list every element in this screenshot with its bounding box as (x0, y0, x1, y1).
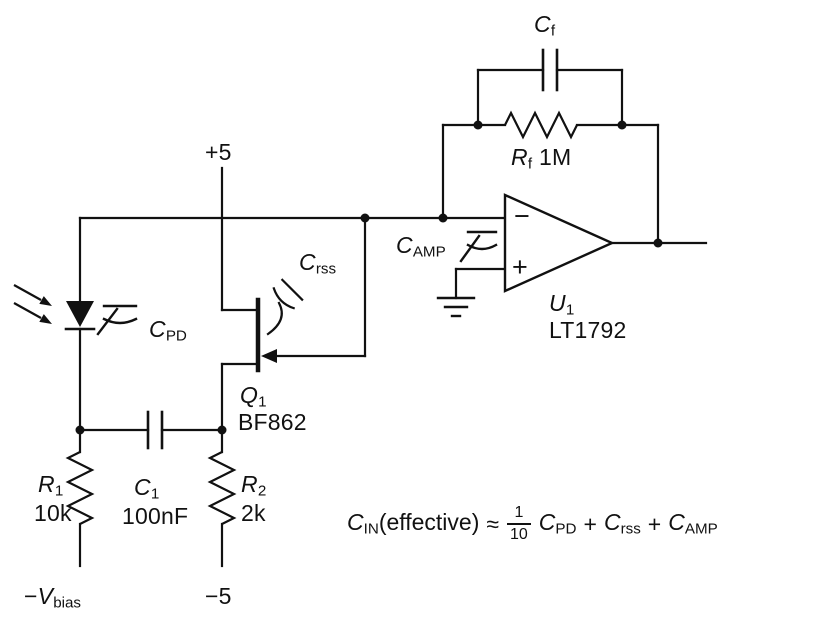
formula-lhs-symbol: C (347, 509, 364, 536)
cpd-capacitor-symbol (96, 304, 138, 336)
formula-plus-1: + (583, 510, 597, 537)
label-r2: R2 (241, 473, 266, 499)
label-u1-part: LT1792 (549, 317, 627, 343)
label-vbias: −Vbias (24, 585, 81, 611)
cf-symbol: C (534, 11, 551, 37)
opamp-inverting-sign: − (514, 201, 530, 231)
c1-subscript: 1 (150, 485, 160, 503)
light-arrow-2-shaft (13, 302, 42, 319)
formula-lhs: CIN(effective) (347, 511, 479, 537)
formula-term-camp-symbol: C (668, 509, 685, 536)
r2-subscript: 2 (257, 482, 267, 500)
light-arrow-1-head (39, 296, 52, 306)
label-r2-value: 2k (241, 500, 266, 526)
formula-term-cpd: CPD (539, 511, 577, 537)
label-cf: Cf (534, 13, 555, 39)
r2-resistor-symbol (207, 451, 237, 525)
u1-symbol: U (549, 290, 566, 316)
crss-symbol: C (299, 249, 316, 275)
formula-fraction-numerator: 1 (514, 504, 524, 521)
label-crss: Crss (299, 251, 336, 277)
formula-fraction-denominator: 10 (507, 523, 531, 545)
u1-subscript: 1 (565, 301, 575, 319)
label-q1: Q1 (240, 384, 267, 410)
q1-subscript: 1 (258, 393, 267, 411)
photodiode-triangle (66, 301, 94, 327)
camp-capacitor-symbol (459, 230, 498, 263)
jfet-symbol (255, 297, 277, 373)
label-u1: U1 (549, 292, 574, 318)
r1-symbol: R (38, 471, 55, 497)
junction-output (653, 238, 663, 248)
rf-resistor-symbol (504, 110, 578, 140)
opamp-noninverting-sign: + (512, 252, 528, 282)
label-minus5: −5 (205, 583, 232, 609)
junction-dots (75, 120, 663, 435)
cpd-plate-bottom (102, 317, 138, 325)
cf-capacitor-symbol (541, 48, 559, 92)
cpd-symbol: C (149, 316, 166, 342)
junction-source-c1 (217, 425, 227, 435)
crss-capacitor-symbol (266, 278, 304, 336)
formula-term-cpd-symbol: C (538, 509, 556, 536)
light-arrow-2-head (39, 314, 52, 324)
formula-term-crss-symbol: C (603, 509, 621, 536)
label-r1: R1 (38, 473, 63, 499)
rf-value: 1M (539, 144, 572, 170)
label-rf: Rf 1M (511, 146, 571, 172)
crss-subscript: rss (315, 260, 337, 278)
vbias-minus-sign: − (24, 583, 38, 609)
vbias-subscript: bias (53, 594, 82, 612)
crss-plate-bottom (272, 286, 296, 310)
formula-fraction: 1 10 (507, 503, 531, 545)
formula-lhs-suffix: (effective) (378, 509, 480, 536)
cf-subscript: f (550, 22, 556, 40)
r2-symbol: R (241, 471, 258, 497)
label-camp: CAMP (396, 234, 446, 260)
formula-approx-sign: ≈ (486, 510, 499, 537)
c1-capacitor-symbol (146, 410, 164, 450)
rf-subscript: f (527, 155, 533, 173)
jfet-gate-arrow (261, 349, 277, 363)
photodiode-symbol (64, 301, 96, 331)
label-plus5: +5 (205, 139, 232, 165)
camp-symbol: C (396, 232, 413, 258)
formula-term-cpd-subscript: PD (555, 520, 577, 538)
formula-term-camp-subscript: AMP (684, 520, 718, 538)
vbias-symbol: V (37, 583, 54, 609)
rf-symbol: R (511, 144, 528, 170)
r1-resistor-symbol (65, 451, 95, 525)
label-q1-part: BF862 (238, 409, 307, 435)
label-c1-value: 100nF (122, 503, 189, 529)
crss-pointer-curve (266, 301, 283, 336)
opamp-symbol (503, 193, 615, 293)
junction-gate-tap (360, 213, 370, 223)
ground-symbol (436, 296, 476, 318)
formula-lhs-subscript: IN (363, 520, 379, 538)
label-c1: C1 (134, 476, 159, 502)
formula-term-camp: CAMP (668, 511, 718, 537)
camp-subscript: AMP (412, 243, 446, 261)
formula-plus-2: + (647, 510, 662, 537)
label-r1-value: 10k (34, 500, 72, 526)
light-arrow-1-shaft (13, 284, 42, 301)
label-cpd: CPD (149, 318, 187, 344)
r1-subscript: 1 (54, 482, 64, 500)
c1-symbol: C (134, 474, 151, 500)
camp-parasitic-slash (459, 234, 481, 263)
junction-photodiode-c1 (75, 425, 85, 435)
formula-term-crss: Crss (604, 511, 641, 537)
cpd-subscript: PD (165, 327, 187, 345)
formula-term-crss-subscript: rss (620, 520, 641, 538)
cpd-parasitic-slash (96, 307, 119, 336)
effective-capacitance-formula: CIN(effective) ≈ 1 10 CPD + Crss + CAMP (347, 503, 718, 545)
light-arrows-icon (13, 284, 52, 324)
crss-plate-top (280, 278, 304, 302)
junction-cf-right (617, 120, 627, 130)
junction-feedback-input (438, 213, 448, 223)
q1-symbol: Q (240, 382, 259, 408)
junction-cf-left (473, 120, 483, 130)
wires (78, 68, 708, 568)
